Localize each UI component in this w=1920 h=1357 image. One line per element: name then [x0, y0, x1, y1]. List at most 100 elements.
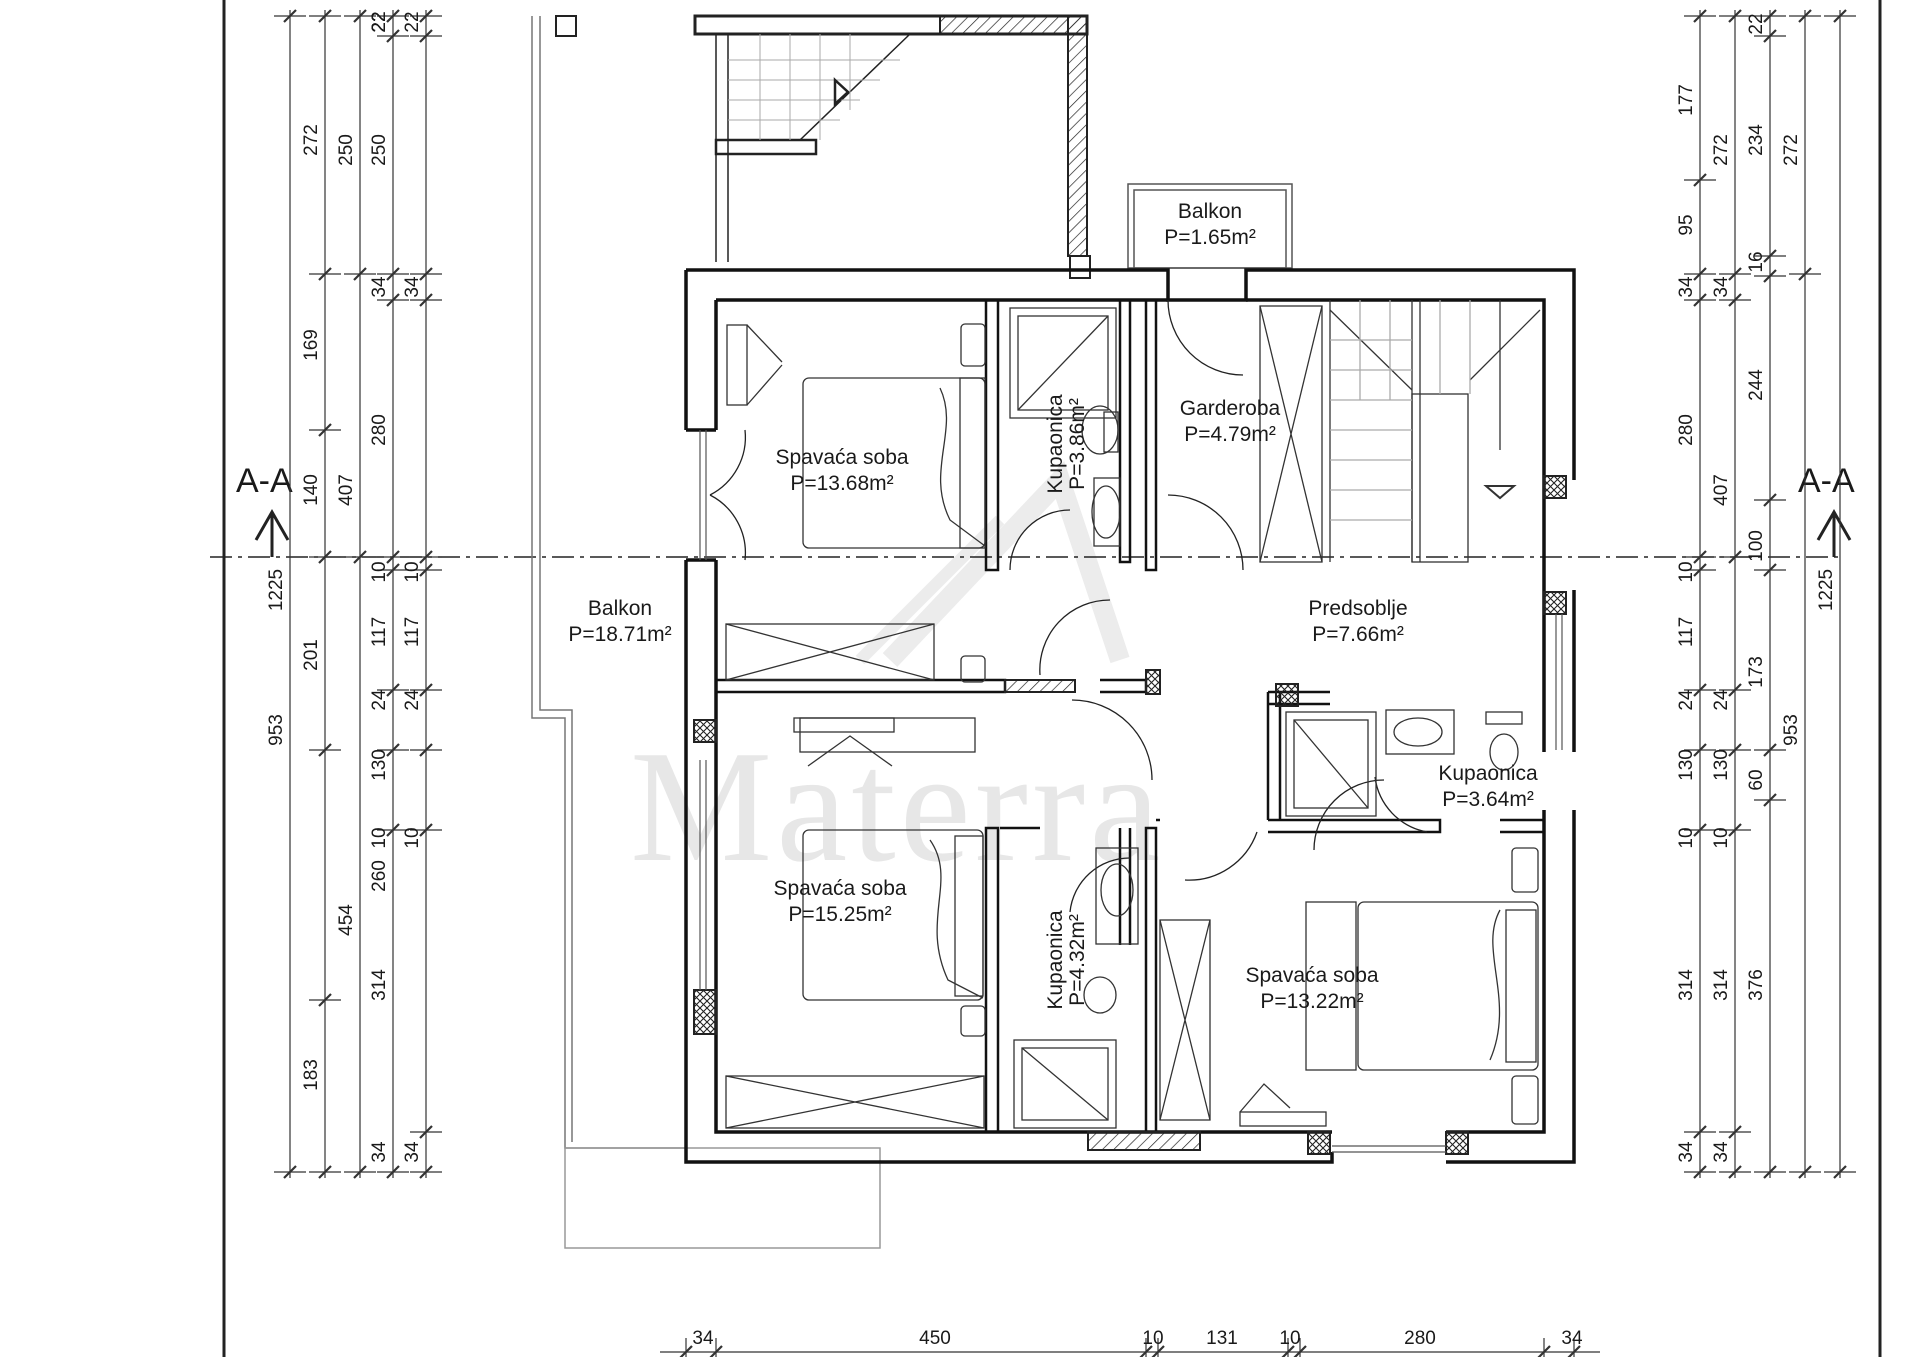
- balcony-outline: [531, 15, 881, 1249]
- dimension-label: 454: [336, 904, 357, 936]
- room-area: P=7.66m²: [1312, 623, 1404, 646]
- dimension-label: 10: [402, 561, 423, 582]
- room-area: P=3.64m²: [1442, 788, 1534, 811]
- doors: [709, 299, 1428, 913]
- bathroom-1-fixtures: [1009, 307, 1121, 547]
- dimension-label: 183: [301, 1059, 322, 1091]
- room-area: P=1.65m²: [1164, 226, 1256, 249]
- dimension-label: 1225: [266, 569, 287, 611]
- dimension-label: 953: [266, 714, 287, 746]
- bedroom-2-furniture: [725, 717, 986, 1129]
- bathroom-2-fixtures: [1285, 709, 1523, 817]
- dimension-label: 314: [1711, 969, 1732, 1001]
- dimension-label: 22: [1746, 13, 1767, 34]
- section-marker-right: A-A: [1798, 462, 1855, 500]
- dimension-label: 10: [1279, 1328, 1300, 1349]
- dimension-label: 130: [369, 749, 390, 781]
- dimension-label: 34: [1676, 1141, 1697, 1163]
- watermark: Materra: [630, 460, 1164, 895]
- dimension-label: 22: [369, 11, 390, 32]
- dimension-label: 24: [1676, 689, 1697, 711]
- outer-walls: [684, 268, 1576, 1164]
- room-name: Spavaća soba: [773, 877, 906, 900]
- room-area: P=13.68m²: [790, 472, 893, 495]
- watermark-text: Materra: [630, 717, 1164, 895]
- room-area: P=4.79m²: [1184, 423, 1276, 446]
- dimension-label: 34: [369, 276, 390, 298]
- section-line: A-A A-A: [210, 462, 1855, 558]
- dimension-label: 280: [1404, 1328, 1436, 1349]
- dimension-label: 22: [369, 11, 390, 32]
- dimension-label: 34: [1561, 1328, 1583, 1349]
- dimension-label: 10: [402, 827, 423, 848]
- dimension-label: 10: [1711, 827, 1732, 848]
- dimension-label: 272: [1781, 134, 1802, 166]
- dimension-label: 117: [1676, 617, 1697, 647]
- room-name: Spavaća soba: [775, 446, 908, 469]
- dimension-label: 244: [1746, 369, 1767, 401]
- bathroom-3-fixtures: [1013, 847, 1139, 1129]
- room-name: Balkon: [1178, 200, 1242, 223]
- room-area: P=4.32m²: [1066, 914, 1089, 1006]
- dimension-label: 10: [1676, 827, 1697, 848]
- dimension-labels: 1225953272169140201183250407454222222250…: [266, 11, 1837, 1349]
- room-name: Garderoba: [1180, 397, 1281, 420]
- room-name: Balkon: [588, 597, 652, 620]
- dimension-label: 10: [369, 561, 390, 582]
- wardrobe-fixtures: [1259, 305, 1323, 563]
- dimension-label: 100: [1746, 530, 1767, 562]
- dimension-label: 24: [369, 689, 390, 711]
- dimension-label: 24: [1711, 689, 1732, 711]
- dimension-label: 314: [1676, 969, 1697, 1001]
- dimension-label: 34: [1711, 276, 1732, 298]
- page-frame: [222, 0, 1882, 1357]
- dimension-label: 130: [1676, 749, 1697, 781]
- hatched-elements: [693, 475, 1567, 1155]
- dimension-label: 234: [1746, 124, 1767, 156]
- dimension-label: 280: [1676, 414, 1697, 446]
- dimension-label: 260: [369, 860, 390, 892]
- top-balcony: [1127, 183, 1293, 269]
- dimension-label: 34: [402, 276, 423, 298]
- dimension-label: 177: [1676, 84, 1697, 116]
- room-name: Predsoblje: [1308, 597, 1407, 620]
- dimension-label: 16: [1746, 251, 1767, 272]
- dimension-label: 173: [1746, 656, 1767, 688]
- dimension-label: 131: [1206, 1328, 1238, 1349]
- room-area: P=18.71m²: [568, 623, 671, 646]
- room-name: Kupaonica: [1438, 762, 1538, 785]
- room-area: P=3.86m²: [1066, 398, 1089, 490]
- interior-walls: [716, 298, 1546, 1134]
- dimension-label: 272: [301, 124, 322, 156]
- dimension-label: 34: [1711, 1141, 1732, 1163]
- dimension-label: 34: [692, 1328, 714, 1349]
- dimension-label: 10: [369, 827, 390, 848]
- dimension-label: 169: [301, 329, 322, 361]
- dimension-label: 117: [402, 617, 423, 647]
- dimension-label: 272: [1711, 134, 1732, 166]
- dimension-label: 34: [402, 1141, 423, 1163]
- dimension-label: 60: [1746, 769, 1767, 790]
- dimension-label: 407: [1711, 474, 1732, 506]
- section-marker-left: A-A: [236, 462, 293, 500]
- dimension-label: 376: [1746, 969, 1767, 1001]
- dimension-label: 117: [369, 617, 390, 647]
- dimension-label: 10: [1676, 561, 1697, 582]
- dimension-label: 201: [301, 639, 322, 671]
- dimension-label: 22: [369, 11, 390, 32]
- dimension-label: 24: [402, 689, 423, 711]
- bedroom-3-furniture: [1159, 847, 1539, 1127]
- dimension-label: 140: [301, 474, 322, 506]
- room-name: Kupaonica: [1044, 394, 1067, 494]
- room-area: P=13.22m²: [1260, 990, 1363, 1013]
- dimension-label: 10: [1142, 1328, 1163, 1349]
